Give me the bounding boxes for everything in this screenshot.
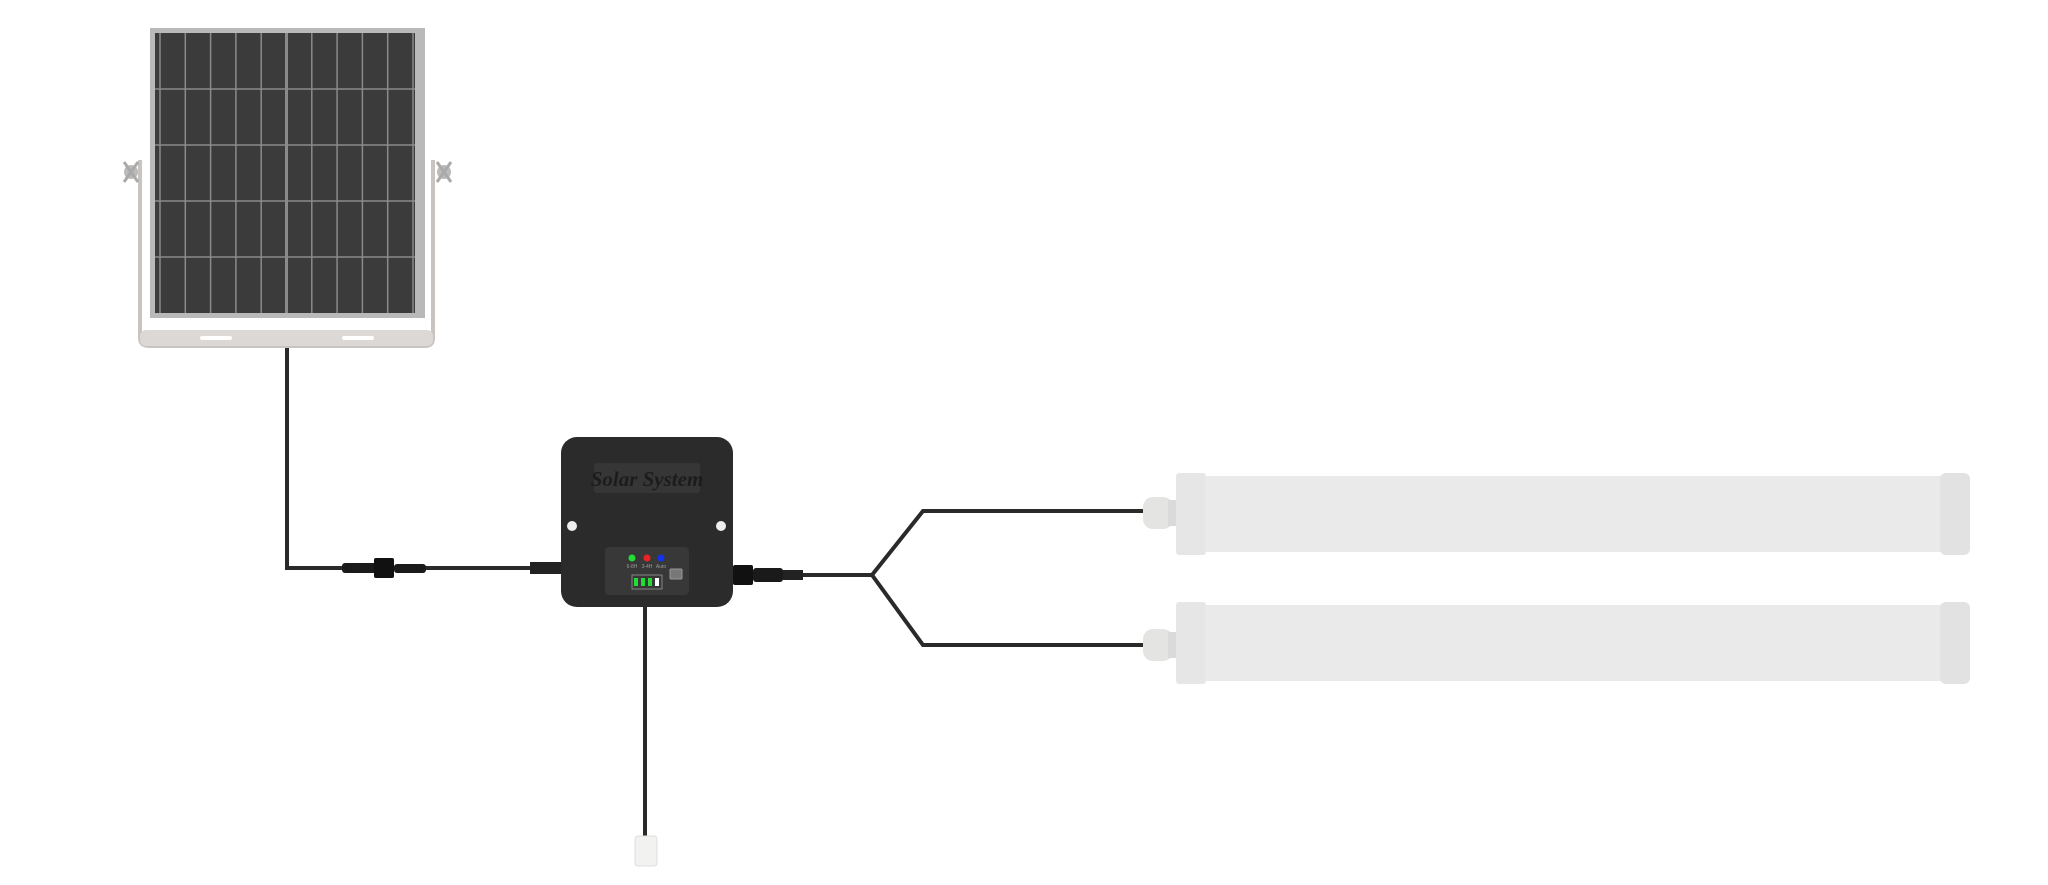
battery-icon [631,574,663,590]
mode-button[interactable] [669,568,683,580]
controller-box: Solar System 6-8H 3-4H Auto [561,437,733,607]
indicator-label: 6-8H [627,564,638,570]
wing-nut-icon [435,161,453,183]
panel-cable [285,330,561,570]
led-tube-light [1143,602,1970,684]
output-connector [733,565,803,585]
sensor-cap [634,835,658,867]
indicator-6-8h [628,554,636,562]
led-tube-light [1143,473,1970,555]
controller-title: Solar System [591,467,704,491]
indicator-label: Auto [656,564,667,570]
panel-connector [342,558,561,578]
indicator-auto [657,554,665,562]
wing-nut-icon [122,161,140,183]
indicator-label: 3-4H [642,564,653,570]
solar-panel [122,28,453,348]
indicator-3-4h [643,554,651,562]
